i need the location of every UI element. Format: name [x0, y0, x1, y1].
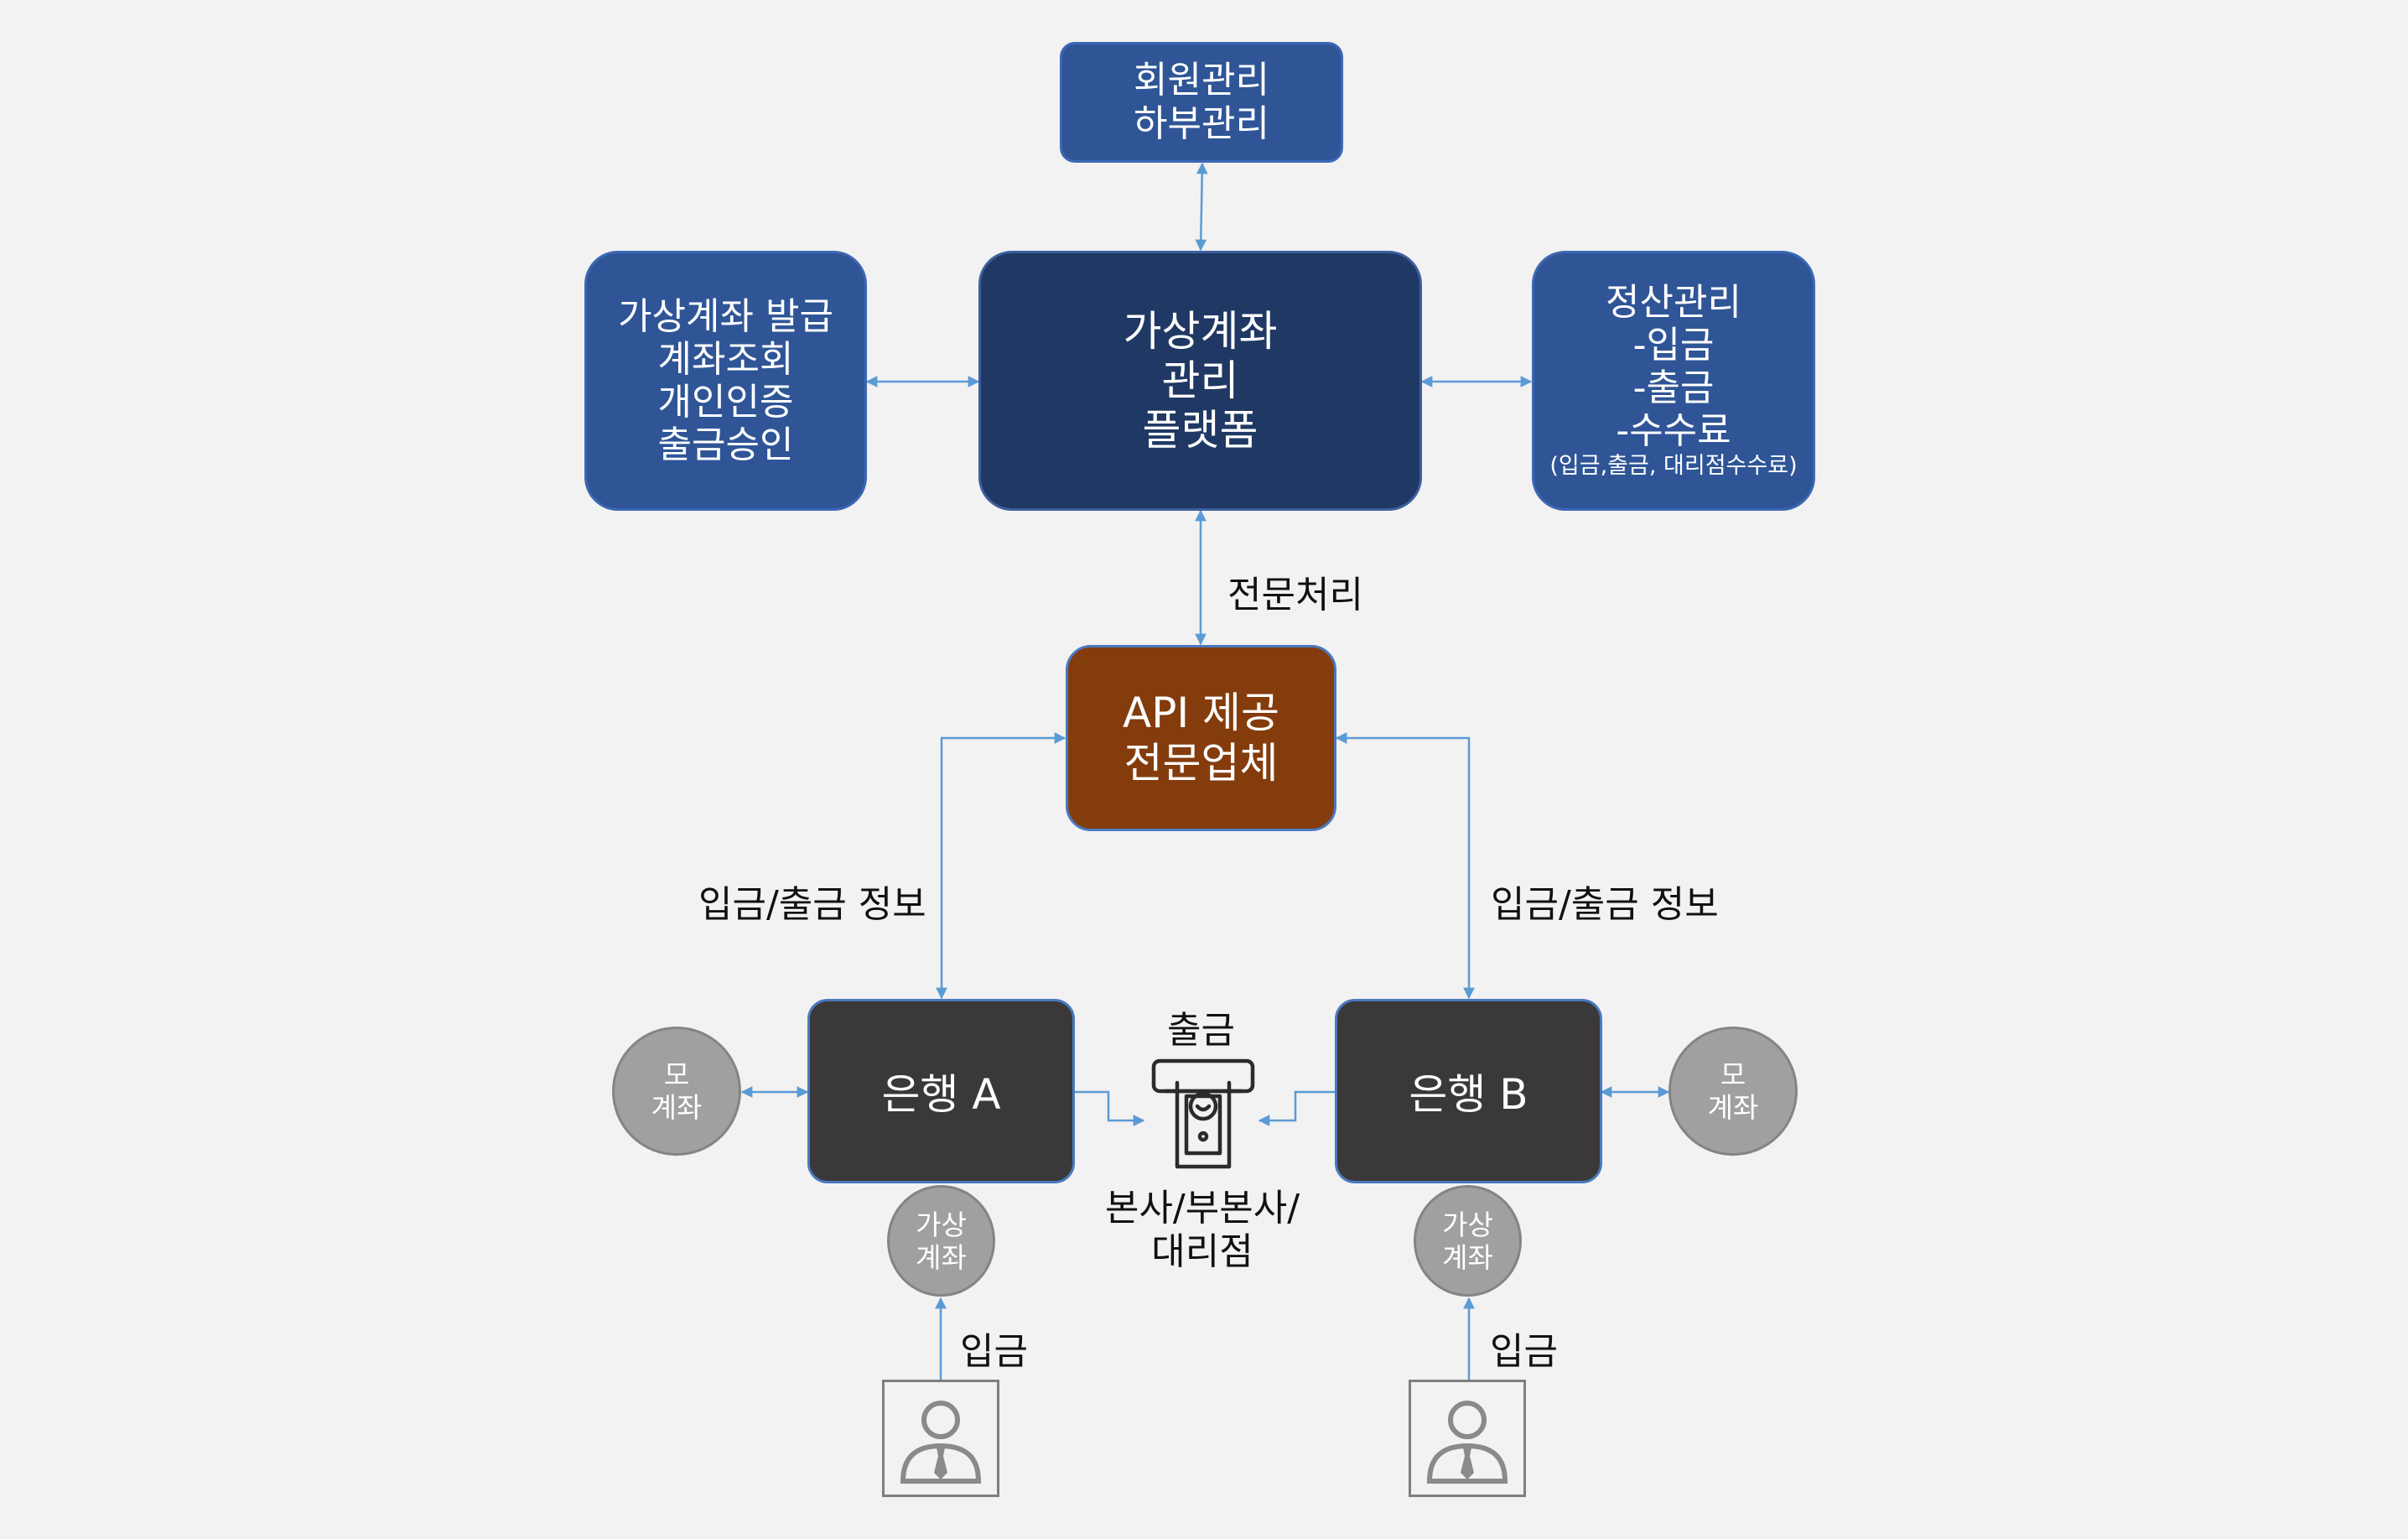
- mother-a-line-1: 모: [663, 1058, 690, 1091]
- virtual-account-b: 가상 계좌: [1414, 1185, 1522, 1297]
- customer-b-box: [1409, 1380, 1526, 1497]
- branch-label: 본사/부본사/ 대리점: [1075, 1187, 1330, 1274]
- api-line-2: 전문업체: [1124, 739, 1279, 788]
- label-deposit-b: 입금: [1490, 1330, 1558, 1373]
- virtual-account-a: 가상 계좌: [887, 1185, 995, 1297]
- va-b-line-2: 계좌: [1442, 1240, 1493, 1274]
- bank-b-box: 은행 B: [1335, 999, 1602, 1183]
- bank-a-box: 은행 A: [807, 999, 1075, 1183]
- settle-line-1: 정산관리: [1606, 281, 1741, 324]
- label-info-left: 입금/출금 정보: [698, 883, 926, 926]
- va-a-line-2: 계좌: [916, 1240, 967, 1274]
- label-info-right: 입금/출금 정보: [1491, 883, 1719, 926]
- settle-line-3: -출금: [1632, 367, 1715, 409]
- issue-line-2: 계좌조회: [657, 338, 794, 381]
- atm-withdrawal-icon: [1151, 1058, 1255, 1169]
- platform-line-1: 가상계좌: [1123, 306, 1278, 356]
- label-withdrawal: 출금: [1167, 1009, 1235, 1052]
- bank-b-label: 은행 B: [1409, 1070, 1528, 1119]
- mother-account-b: 모 계좌: [1668, 1027, 1798, 1156]
- account-issue-box: 가상계좌 발급 계좌조회 개인인증 출금승인: [584, 251, 867, 511]
- customer-a-box: [882, 1380, 999, 1497]
- mother-b-line-1: 모: [1720, 1058, 1746, 1091]
- api-line-1: API 제공: [1123, 689, 1279, 737]
- platform-box: 가상계좌 관리 플랫폼: [978, 251, 1422, 511]
- bank-a-label: 은행 A: [881, 1070, 1001, 1119]
- member-line-1: 회원관리: [1134, 59, 1269, 101]
- issue-line-1: 가상계좌 발급: [618, 295, 833, 338]
- settle-line-4: -수수료: [1616, 409, 1731, 452]
- label-deposit-a: 입금: [960, 1330, 1028, 1373]
- issue-line-3: 개인인증: [657, 381, 794, 424]
- arrow-member-platform: [1195, 162, 1208, 252]
- issue-line-4: 출금승인: [657, 424, 794, 466]
- platform-line-3: 플랫폼: [1142, 405, 1258, 455]
- branch-line-1: 본사/부본사/: [1104, 1187, 1300, 1230]
- arrow-api-bank-a: [936, 732, 1066, 1000]
- settle-line-2: -입금: [1632, 324, 1715, 367]
- member-line-2: 하부관리: [1134, 102, 1269, 145]
- arrow-api-bank-b: [1335, 732, 1475, 1000]
- arrow-bank-b-atm: [1258, 1090, 1335, 1126]
- va-a-line-1: 가상: [916, 1208, 967, 1241]
- mother-account-a: 모 계좌: [612, 1027, 741, 1156]
- mother-a-line-2: 계좌: [651, 1091, 703, 1124]
- person-icon: [900, 1401, 982, 1484]
- api-provider-box: API 제공 전문업체: [1066, 645, 1336, 831]
- mother-b-line-2: 계좌: [1707, 1091, 1759, 1124]
- platform-line-2: 관리: [1161, 356, 1239, 405]
- settle-note: (입금,출금, 대리점수수료): [1549, 453, 1798, 479]
- arrow-bank-a-atm: [1074, 1090, 1145, 1126]
- branch-line-2: 대리점: [1151, 1230, 1253, 1273]
- va-b-line-1: 가상: [1442, 1208, 1493, 1241]
- settlement-box: 정산관리 -입금 -출금 -수수료 (입금,출금, 대리점수수료): [1532, 251, 1815, 511]
- label-message-processing: 전문처리: [1227, 574, 1363, 616]
- member-management-box: 회원관리 하부관리: [1060, 42, 1343, 163]
- person-icon: [1426, 1401, 1508, 1484]
